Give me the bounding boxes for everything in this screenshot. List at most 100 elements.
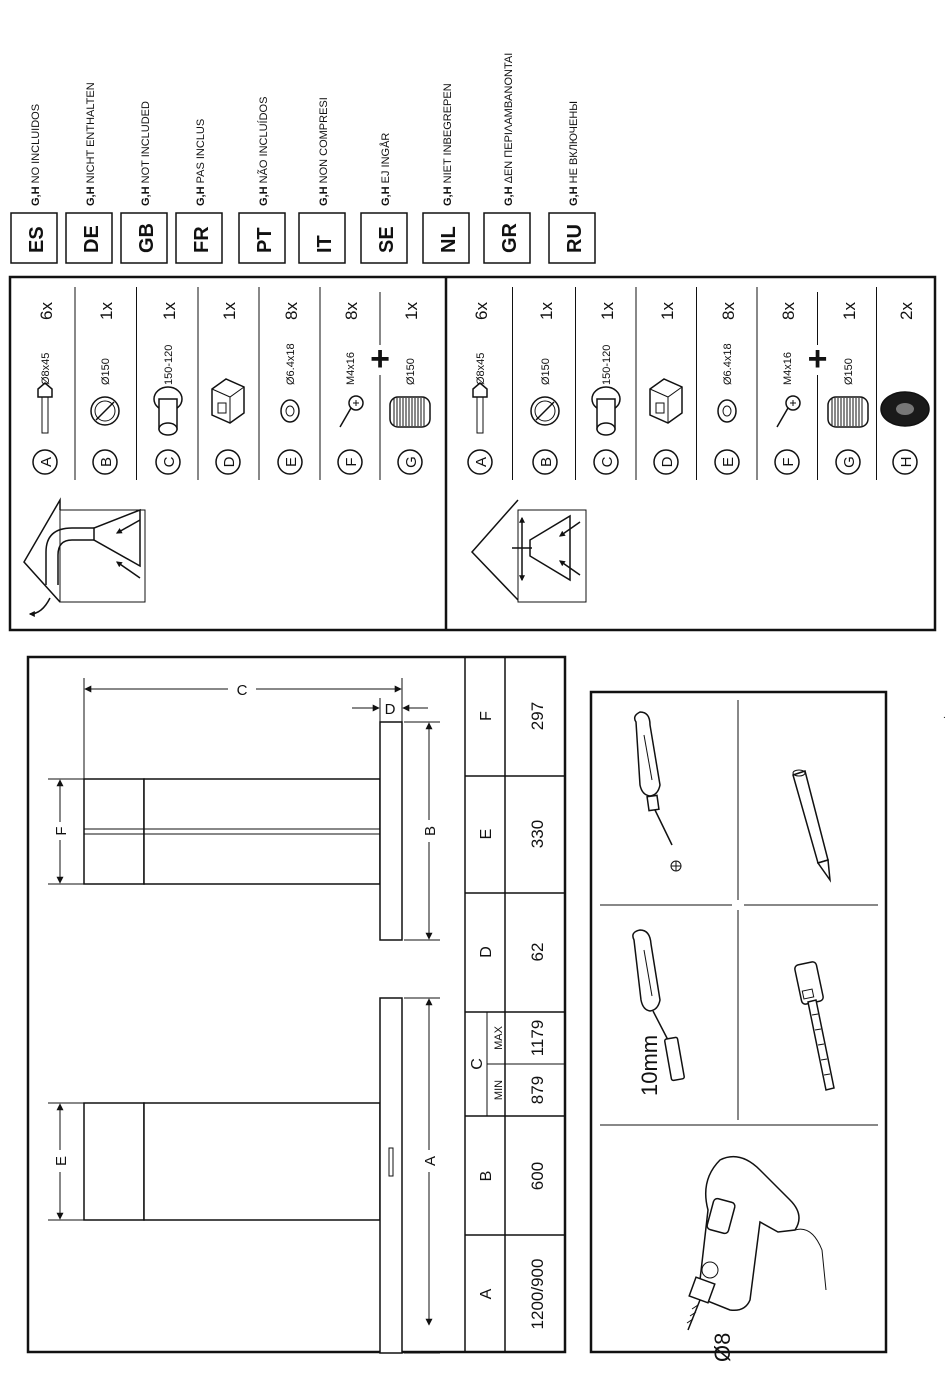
language-code: IT — [314, 235, 336, 253]
part-letter-circle — [714, 449, 740, 475]
language-fr: FRG,H PAS INCLUS — [175, 119, 223, 264]
language-code-box — [360, 212, 408, 264]
language-es: ESG,H NO INCLUIDOS — [10, 104, 58, 264]
language-ru: RUG,H НЕ ВКЛЮЧЕНЫ — [548, 101, 596, 264]
language-code-box — [65, 212, 113, 264]
part-a-icon — [472, 382, 488, 434]
nut-driver-icon — [632, 929, 685, 1082]
part-letter: C — [161, 456, 178, 467]
wrench-size-label: 10mm — [637, 1035, 662, 1096]
language-code-box — [422, 212, 470, 264]
drill-size-label: Ø8 — [710, 1333, 735, 1362]
tape-measure-icon — [794, 961, 835, 1091]
language-code: SE — [376, 226, 398, 253]
language-code-box — [548, 212, 596, 264]
part-quantity: 8x — [779, 302, 798, 320]
language-code: NL — [438, 226, 460, 253]
part-letter: C — [599, 456, 616, 467]
part-spec: Ø6.4x18 — [285, 343, 297, 385]
part-g-icon — [827, 396, 869, 428]
language-note: G,H НЕ ВКЛЮЧЕНЫ — [568, 101, 580, 206]
part-letter-circle — [835, 449, 861, 475]
kit-item-d: D1x — [211, 302, 245, 475]
dimension-label-b: B — [422, 826, 439, 836]
table-header-a: A — [478, 1288, 495, 1299]
part-letter-circle — [337, 449, 363, 475]
part-letter-circle — [397, 449, 423, 475]
part-e-icon — [717, 399, 737, 423]
part-b-icon — [530, 396, 560, 426]
plus-sign: + — [370, 340, 390, 378]
part-letter: H — [898, 457, 915, 468]
part-letter-circle — [532, 449, 558, 475]
part-spec: Ø150 — [843, 358, 855, 385]
part-g-icon — [389, 396, 431, 428]
table-value-b: 600 — [528, 1162, 547, 1190]
table-value-c-max: 1179 — [528, 1020, 547, 1057]
table-header-f: F — [478, 711, 495, 721]
part-spec: Ø8x45 — [40, 353, 52, 385]
part-letter-circle — [653, 449, 679, 475]
part-quantity: 1x — [402, 302, 421, 320]
language-code-box — [483, 212, 531, 264]
phillips-screwdriver-icon — [633, 711, 682, 872]
part-quantity: 8x — [342, 302, 361, 320]
table-value-a: 1200/900 — [528, 1259, 547, 1330]
part-quantity: 1x — [598, 302, 617, 320]
part-quantity: 1x — [220, 302, 239, 320]
pencil-icon — [792, 769, 832, 883]
language-note: G,H PAS INCLUS — [195, 119, 207, 206]
language-note: G,H NON COMPRESI — [318, 97, 330, 206]
recirculation-icon — [470, 499, 587, 603]
language-code: DE — [81, 225, 103, 253]
language-code: GR — [499, 222, 521, 253]
part-letter: F — [780, 457, 797, 466]
part-a-icon — [37, 382, 53, 434]
table-value-c-min: 879 — [528, 1076, 547, 1104]
language-note: G,H NICHT ENTHALTEN — [85, 82, 97, 206]
table-value-f: 297 — [528, 702, 547, 730]
part-spec: Ø6.4x18 — [722, 343, 734, 385]
language-se: SE G,H EJ INGÅR — [360, 133, 408, 264]
part-quantity: 8x — [282, 302, 301, 320]
part-spec: M4x16 — [345, 352, 357, 385]
part-quantity: 1x — [840, 302, 859, 320]
part-letter: A — [473, 457, 490, 467]
language-gb: GBG,H NOT INCLUDED — [120, 101, 168, 264]
table-header-b: B — [478, 1171, 495, 1182]
part-spec: 150-120 — [163, 345, 175, 385]
part-quantity: 6x — [472, 302, 491, 320]
hood-side-view — [48, 678, 440, 941]
language-code: GB — [136, 223, 158, 253]
part-letter: G — [841, 456, 858, 468]
dimension-label-f: F — [53, 826, 70, 835]
table-header-e: E — [478, 829, 495, 840]
part-quantity: 6x — [37, 302, 56, 320]
part-letter-circle — [593, 449, 619, 475]
language-note: G,H EJ INGÅR — [379, 133, 392, 206]
part-letter: D — [659, 456, 676, 467]
part-letter-circle — [92, 449, 118, 475]
part-quantity: 1x — [537, 302, 556, 320]
dimension-label-e: E — [53, 1156, 70, 1166]
part-spec: Ø150 — [540, 358, 552, 385]
kit-item-d: D1x — [649, 302, 683, 475]
language-code-box — [120, 212, 168, 264]
part-c-icon — [153, 386, 183, 436]
kit-list-recirculation: AØ8x456xBØ1501xC150-1201xD1xEØ6.4x188xFM… — [467, 287, 930, 480]
part-d-icon — [211, 378, 245, 424]
language-note: G,H NIET INBEGREPEN — [442, 83, 454, 206]
part-spec: M4x16 — [782, 352, 794, 385]
part-f-icon — [776, 395, 801, 428]
